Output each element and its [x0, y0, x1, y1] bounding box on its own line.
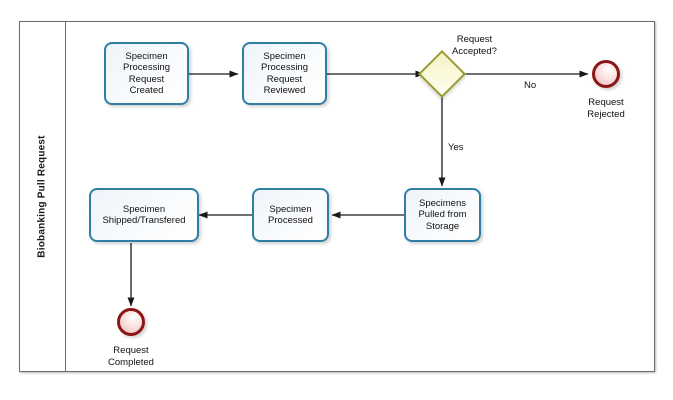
end-event-request-rejected-label: Request Rejected — [566, 97, 646, 120]
task-specimens-pulled-from-storage[interactable]: Specimens Pulled from Storage — [404, 188, 481, 242]
gateway-label-line: Accepted? — [452, 45, 497, 57]
task-label-line: Processing — [123, 62, 170, 73]
task-label-line: Specimen — [122, 203, 166, 215]
task-label-line: Request — [128, 73, 165, 85]
task-label-line: Specimen — [263, 50, 306, 62]
task-label-line: Specimen — [269, 203, 312, 215]
gateway-label: Request Accepted? — [452, 34, 497, 57]
end-event-request-completed-label: Request Completed — [91, 345, 171, 368]
end-event-request-rejected[interactable] — [592, 60, 620, 88]
task-specimen-processing-request-created[interactable]: Specimen Processing Request Created — [104, 42, 189, 105]
end-event-request-completed[interactable] — [117, 308, 145, 336]
flow-label-yes: Yes — [448, 142, 464, 153]
event-label-line: Completed — [108, 356, 154, 368]
task-label-line: Shipped/Transfered — [102, 215, 186, 226]
task-label-line: Processed — [268, 215, 313, 226]
task-label-line: Specimen — [125, 50, 168, 62]
task-label-line: Reviewed — [263, 85, 306, 96]
gateway-label-line: Request — [456, 34, 493, 45]
flow-label-no: No — [524, 80, 537, 91]
pool-header: Biobanking Pull Request — [20, 22, 66, 371]
task-label-line: Request — [266, 73, 303, 85]
event-label-line: Request — [113, 345, 149, 356]
event-label-line: Rejected — [587, 108, 625, 120]
event-label-line: Request — [588, 97, 624, 108]
task-specimen-processing-request-reviewed[interactable]: Specimen Processing Request Reviewed — [242, 42, 327, 105]
task-label-line: Pulled from — [418, 209, 467, 221]
task-label-line: Created — [129, 85, 164, 96]
task-specimen-shipped-transfered[interactable]: Specimen Shipped/Transfered — [89, 188, 199, 242]
pool-label: Biobanking Pull Request — [37, 135, 49, 258]
task-specimen-processed[interactable]: Specimen Processed — [252, 188, 329, 242]
task-label-line: Specimens — [419, 197, 466, 209]
task-label-line: Storage — [425, 220, 460, 232]
task-label-line: Processing — [261, 62, 308, 73]
